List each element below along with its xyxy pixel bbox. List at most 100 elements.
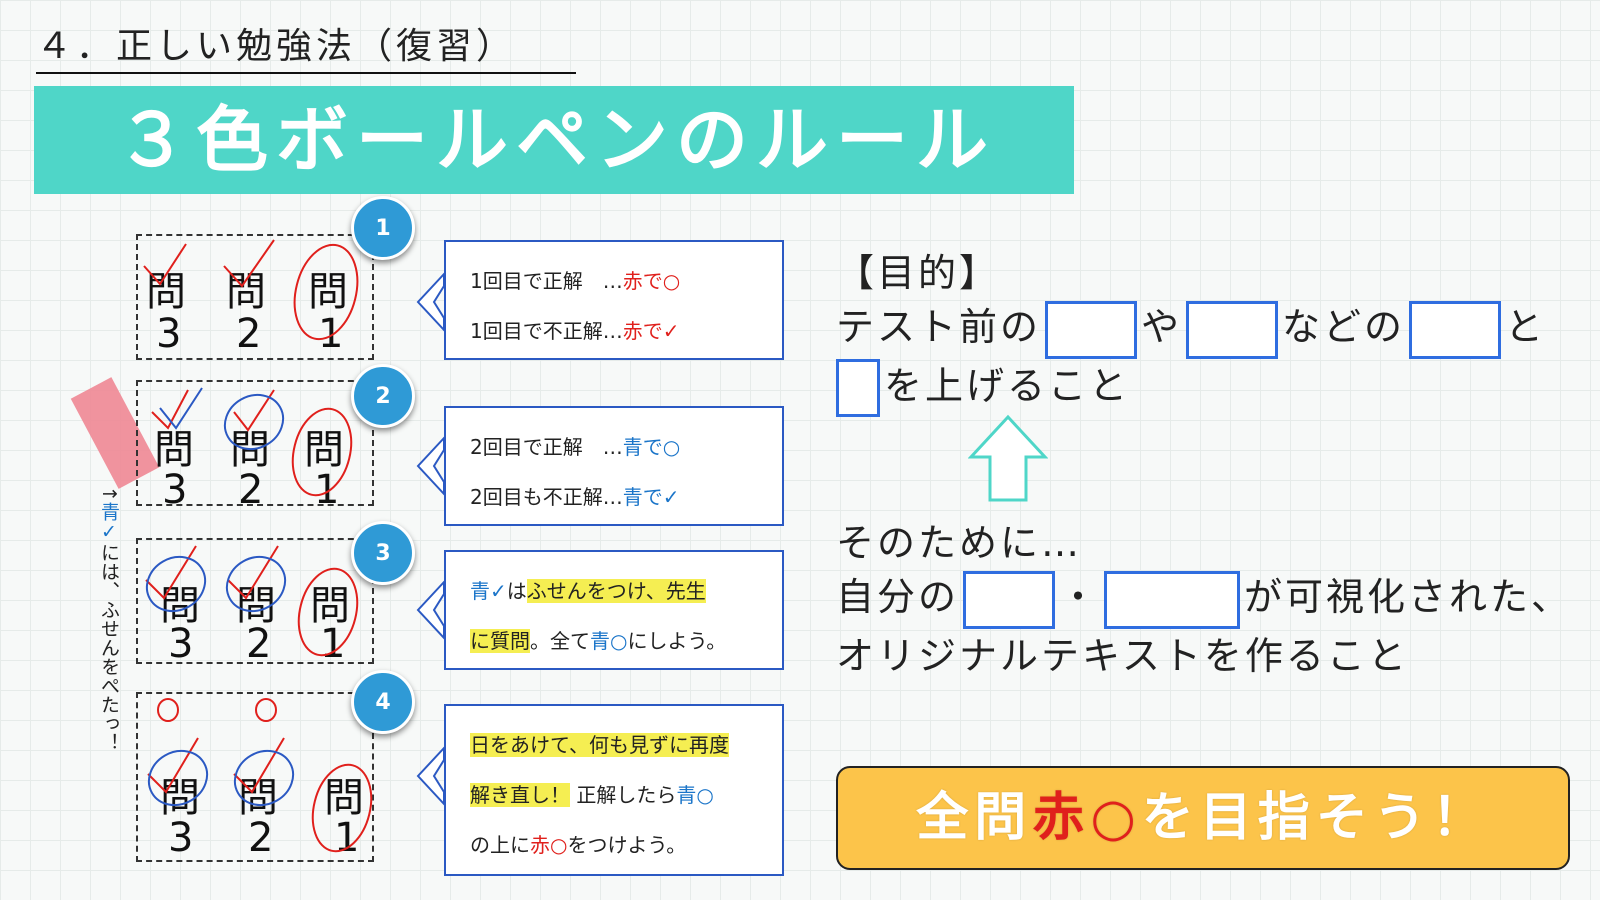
red-text: 赤で○ [622, 269, 681, 293]
blue-text: 青✓ [98, 501, 120, 543]
callout-step4: 日をあけて、何も見ずに再度 解き直し！ 正解したら青○ の上に赤○をつけよう。 [444, 704, 784, 876]
method-text: が可視化された、 [1244, 575, 1573, 619]
question-box-step2: 問 問 問 3 2 1 [136, 380, 374, 510]
left-arrow-icon [416, 579, 445, 641]
question-box-step4: 問 問 問 3 2 1 [136, 692, 374, 862]
highlighted-text: に質問 [470, 629, 530, 653]
callout-step3: 青✓はふせんをつけ、先生 に質問。全て青○にしよう。 [444, 550, 784, 670]
blue-red-pen-marks [145, 545, 359, 657]
callout-line: の上に赤○をつけよう。 [470, 820, 782, 870]
question-char: 問 [146, 269, 186, 315]
up-arrow-icon: ↑ [98, 486, 120, 502]
callout-text: 2回目で正解 … [470, 435, 623, 459]
callout-line: 1回目で不正解…赤で✓ [470, 306, 782, 356]
red-text: 赤○ [530, 833, 568, 857]
question-number: 3 [168, 621, 194, 667]
goal-text: を目指そう！ [1141, 788, 1490, 848]
question-number: 3 [162, 467, 188, 513]
callout-line: 日をあけて、何も見ずに再度 [470, 720, 782, 770]
purpose-text: を上げること [884, 363, 1131, 408]
blank-box[interactable] [1186, 300, 1279, 359]
callout-text: 1回目で不正解… [470, 319, 623, 343]
blue-text: 青✓ [470, 579, 507, 603]
callout-line: 2回目も不正解…青で✓ [470, 472, 782, 522]
callout-text: 正解したら [576, 783, 677, 807]
purpose-text: と [1505, 305, 1547, 349]
callout-line: 青✓はふせんをつけ、先生 [470, 566, 782, 616]
question-number: 2 [238, 467, 264, 513]
method-text: 自分の [836, 575, 960, 619]
blue-text: 青○ [676, 783, 714, 807]
purpose-line-1: テスト前の や などの と [836, 300, 1596, 359]
up-arrow-icon [968, 414, 1048, 502]
method-line-1: そのために… [836, 521, 1083, 565]
blank-box[interactable] [1104, 570, 1241, 629]
purpose-line-2: を上げること [836, 359, 1596, 417]
callout-text: をつけよう。 [567, 833, 687, 857]
blue-text: 青○ [590, 629, 628, 653]
blank-box[interactable] [963, 570, 1056, 629]
caption-text: には、ふせんをぺたっ！ [98, 542, 120, 752]
callout-line: 1回目で正解 …赤で○ [470, 256, 782, 306]
step-badge-1: 1 [351, 196, 415, 260]
callout-line: 2回目で正解 …青で○ [470, 422, 782, 472]
blue-red-pen-marks [151, 387, 353, 497]
callout-step1: 1回目で正解 …赤で○ 1回目で不正解…赤で✓ [444, 240, 784, 360]
question-number: 2 [236, 311, 262, 357]
callout-step2: 2回目で正解 …青で○ 2回目も不正解…青で✓ [444, 406, 784, 526]
method-line-3: オリジナルテキストを作ること [836, 633, 1409, 678]
question-number: 2 [246, 621, 272, 667]
blank-box[interactable] [1045, 300, 1138, 359]
method-text: ・ [1059, 575, 1101, 619]
purpose-text: や [1141, 305, 1183, 349]
red-pen-marks [143, 239, 359, 341]
question-number: 2 [248, 815, 274, 861]
question-char: 問 [304, 427, 344, 473]
title-banner: ３色ボールペンのルール [34, 86, 1074, 194]
goal-text: 全問 [916, 788, 1033, 848]
question-number: 1 [314, 467, 340, 513]
question-number: 3 [168, 815, 194, 861]
highlighted-text: ふせんをつけ、先生 [526, 579, 706, 603]
callout-line: 解き直し！ 正解したら青○ [470, 770, 782, 820]
question-char: 問 [308, 269, 348, 315]
highlighted-text: 日をあけて、何も見ずに再度 [470, 733, 729, 757]
section-heading: ４．正しい勉強法（復習） [36, 22, 576, 74]
purpose-text: などの [1282, 305, 1406, 349]
question-char: 問 [154, 427, 194, 473]
highlighted-text: 解き直し！ [470, 783, 570, 807]
left-arrow-icon [416, 435, 445, 497]
step-badge-3: 3 [351, 521, 415, 585]
sticky-note-caption: ↑青✓には、ふせんをぺたっ！ [96, 486, 122, 826]
blank-box[interactable] [1409, 300, 1502, 359]
callout-text: 。全て [530, 629, 590, 653]
callout-text: の上に [470, 833, 530, 857]
blank-box[interactable] [836, 359, 880, 417]
red-blue-pen-marks [147, 698, 373, 853]
method-section: そのために… 自分の ・ が可視化された、 オリジナルテキストを作ること [836, 516, 1596, 683]
goal-red-text: 赤○ [1032, 788, 1142, 848]
red-text: 赤で✓ [622, 319, 680, 343]
callout-text: は [506, 579, 527, 603]
callout-line: に質問。全て青○にしよう。 [470, 616, 782, 666]
question-char: 問 [324, 775, 364, 821]
purpose-section: 【目的】 テスト前の や などの と を上げること [836, 246, 1596, 417]
left-arrow-icon [416, 745, 445, 807]
blue-text: 青で○ [622, 435, 681, 459]
question-number: 1 [320, 621, 346, 667]
callout-text: 2回目も不正解… [470, 485, 623, 509]
question-char: 問 [310, 583, 350, 629]
purpose-heading: 【目的】 [836, 251, 1001, 295]
method-line-2: 自分の ・ が可視化された、 [836, 570, 1596, 629]
purpose-text: テスト前の [836, 305, 1042, 349]
question-box-step1: 問 問 問 3 2 1 [136, 234, 374, 360]
goal-banner: 全問赤○を目指そう！ [836, 766, 1570, 870]
question-number: 1 [318, 311, 344, 357]
question-number: 3 [156, 311, 182, 357]
step-badge-4: 4 [351, 670, 415, 734]
left-arrow-icon [416, 271, 445, 333]
callout-text: 1回目で正解 … [470, 269, 623, 293]
step-badge-2: 2 [351, 364, 415, 428]
question-box-step3: 問 問 問 3 2 1 [136, 538, 374, 664]
callout-text: にしよう。 [627, 629, 727, 653]
